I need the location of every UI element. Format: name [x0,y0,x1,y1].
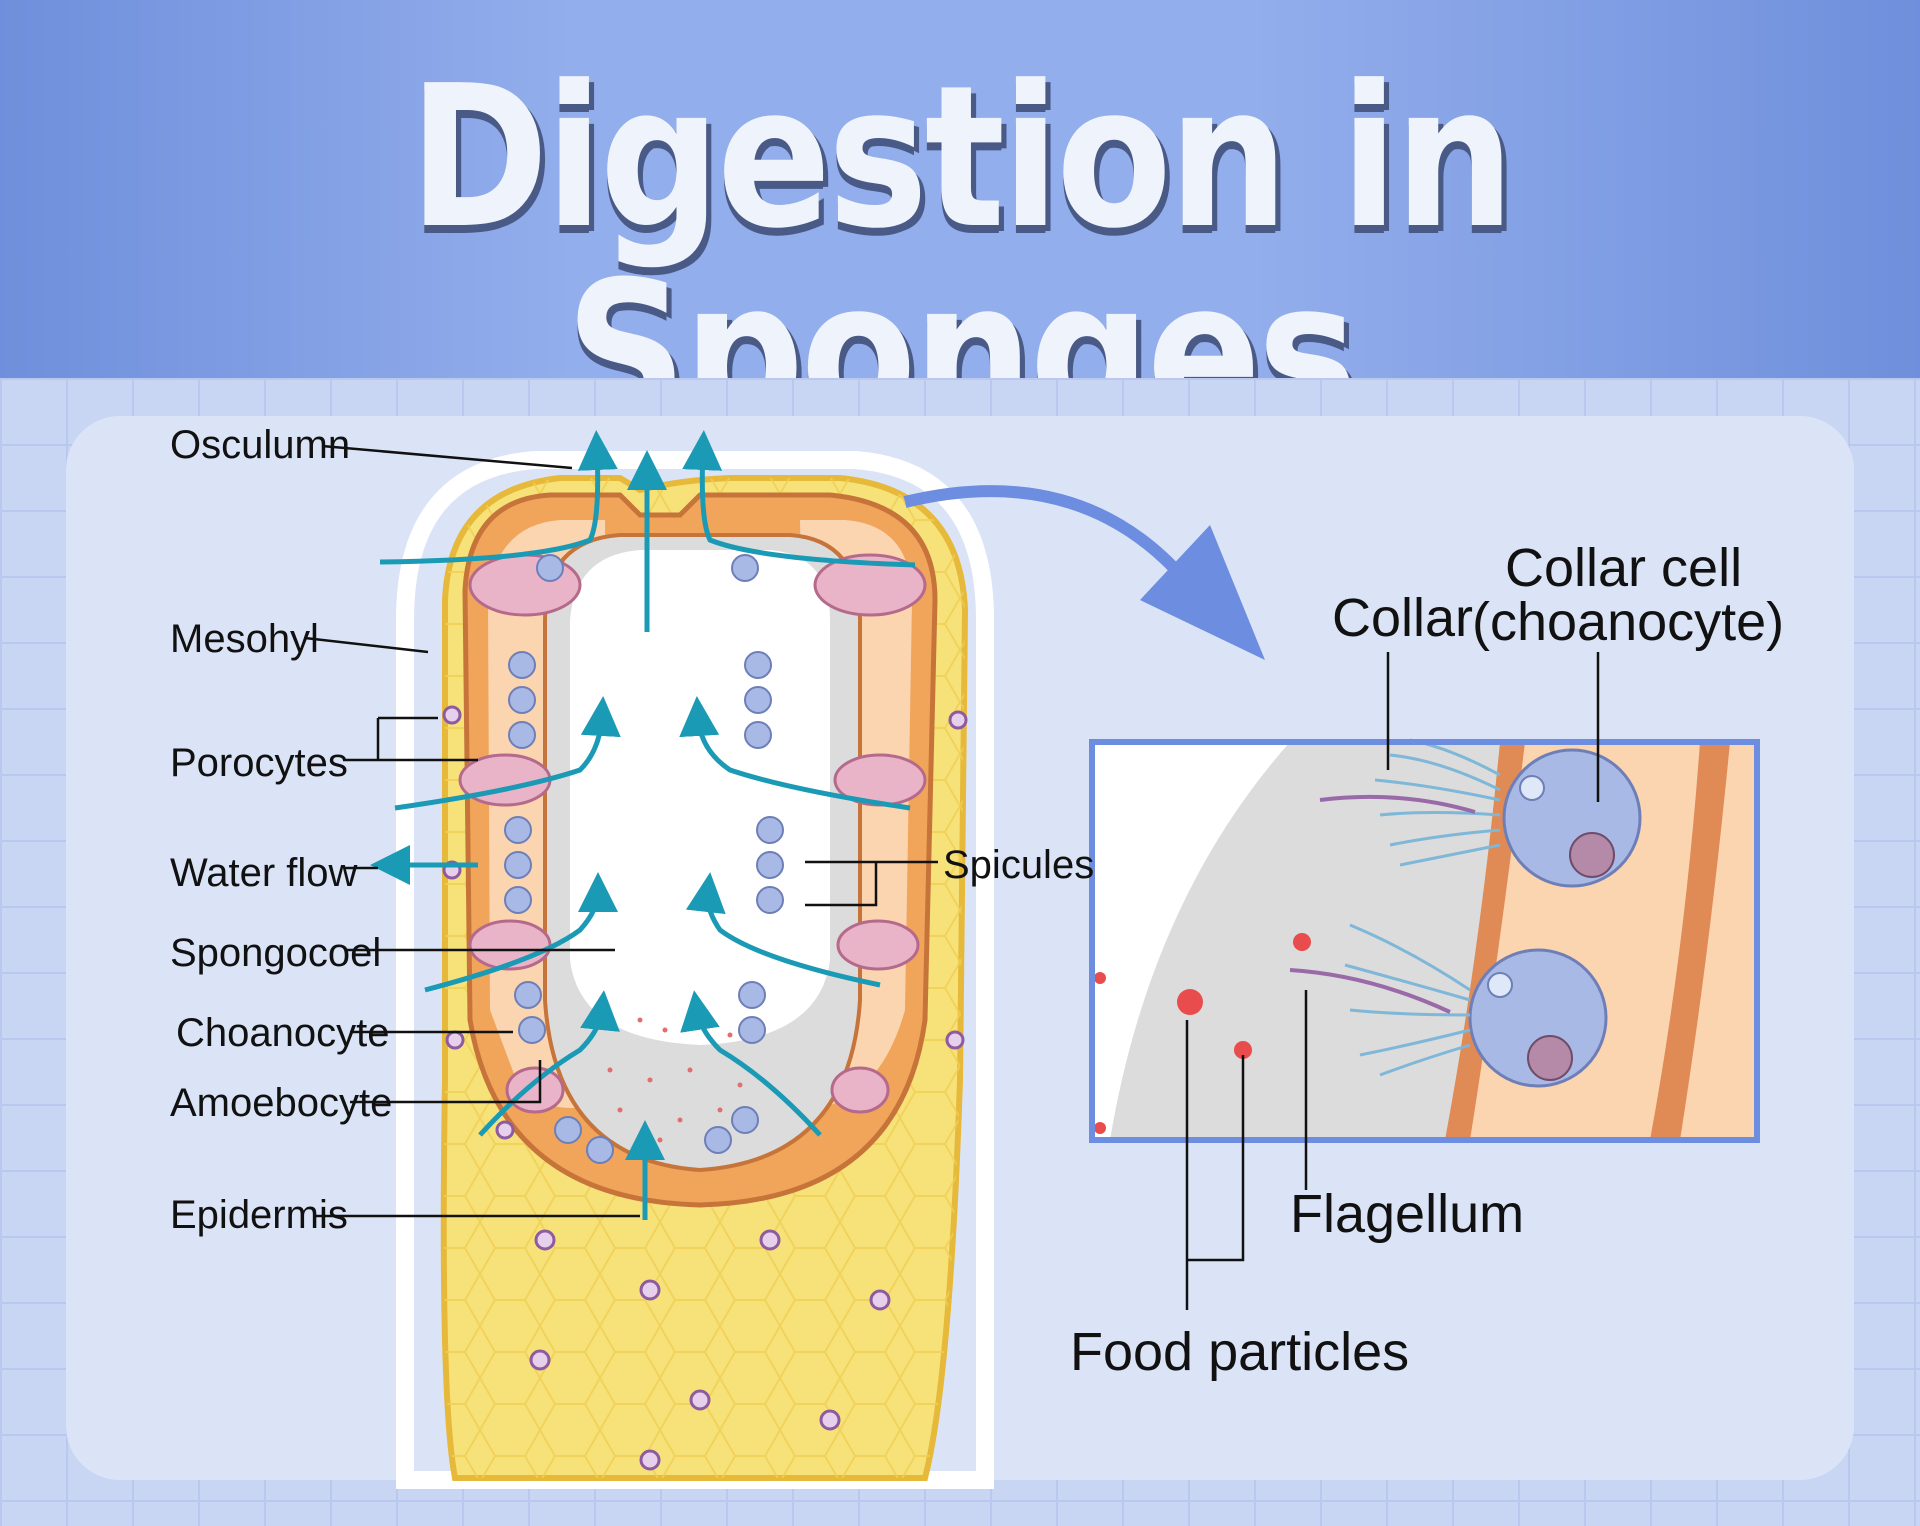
label-collar-cell: Collar cell [1505,538,1742,598]
label-porocytes: Porocytes [170,741,348,785]
label-amoebocyte: Amoebocyte [170,1081,392,1125]
label-epidermis: Epidermis [170,1193,348,1237]
water-flow-arrows [370,430,916,1220]
inset-leader-lines [1185,652,1600,1310]
label-collar: Collar [1332,588,1473,648]
collar-cell-inset [1089,738,1760,1143]
leader-lines [304,444,938,1218]
zoom-arrow [903,485,1265,660]
label-mesohyl: Mesohyl [170,617,319,661]
label-spicules: Spicules [943,843,1094,887]
label-water-flow: Water flow [170,851,358,895]
label-food-particles: Food particles [1070,1322,1409,1382]
label-choanocyte: Choanocyte [176,1011,389,1055]
label-spongocoel: Spongocoel [170,931,381,975]
label-osculumn: Osculumn [170,423,350,467]
header-banner [0,0,1920,378]
label-choanocyte-paren: (choanocyte) [1472,592,1784,652]
label-flagellum: Flagellum [1290,1184,1524,1244]
